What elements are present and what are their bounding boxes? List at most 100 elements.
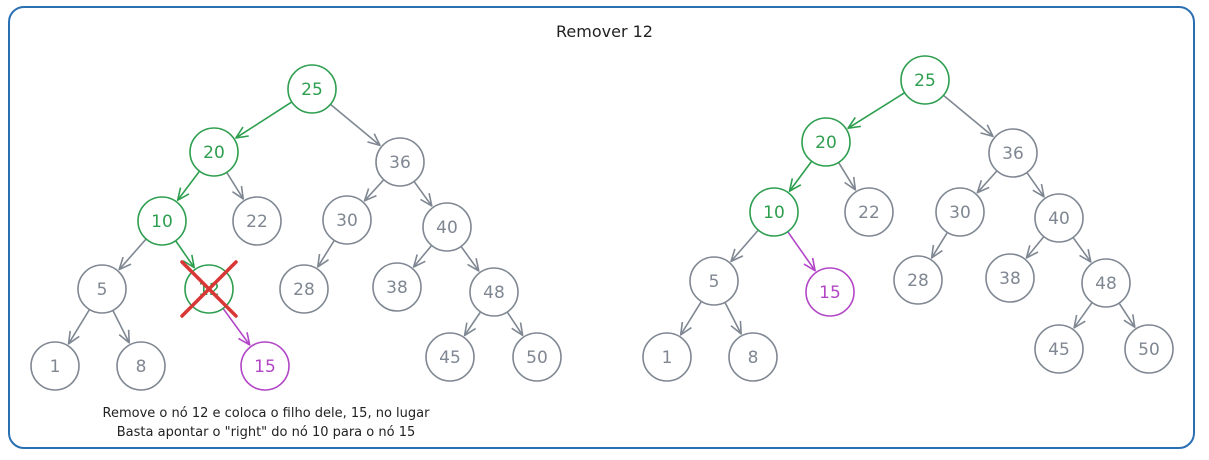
edge-48-50 [506,311,524,337]
edge-40-48 [460,245,480,272]
node-50: 50 [512,332,562,382]
node-30: 30 [935,187,985,237]
edge-5-1 [679,300,703,336]
edge-40-38 [412,244,433,268]
edge-10-12 [174,240,196,269]
edge-5-8 [724,301,742,335]
node-label: 50 [526,348,548,368]
edge-25-36 [942,94,994,138]
node-label: 45 [439,348,461,368]
node-label: 22 [246,212,268,232]
edge-30-28 [930,231,949,259]
node-25: 25 [287,64,337,114]
edge-25-36 [329,103,381,147]
node-label: 48 [483,283,505,303]
edge-30-28 [316,239,335,268]
node-45: 45 [425,332,475,382]
node-label: 20 [815,133,837,153]
node-28: 28 [893,255,943,305]
node-label: 15 [819,283,841,303]
edge-20-22 [837,162,857,191]
node-label: 48 [1095,274,1117,294]
edge-36-40 [1026,172,1045,198]
node-15: 15 [805,267,855,317]
node-label: 8 [136,357,147,377]
edge-48-45 [463,311,482,337]
node-label: 45 [1048,340,1070,360]
node-15: 15 [240,341,290,391]
edge-36-30 [976,170,998,194]
node-5: 5 [689,256,739,306]
node-label: 50 [1138,340,1160,360]
node-5: 5 [77,264,127,314]
node-36: 36 [375,137,425,187]
edge-48-45 [1073,302,1093,329]
node-28: 28 [279,264,329,314]
node-label: 36 [389,153,411,173]
node-45: 45 [1034,324,1084,374]
tree-before-removal: 2520361022304051228384818154550 [30,64,562,391]
edge-48-50 [1118,302,1136,329]
node-label: 22 [858,203,880,223]
node-25: 25 [900,55,950,105]
node-40: 40 [422,202,472,252]
edge-10-15 [787,231,816,272]
node-48: 48 [469,267,519,317]
node-label: 1 [662,348,673,368]
removed-mark-icon [180,260,238,318]
node-label: 40 [1048,209,1070,229]
node-label: 38 [386,278,408,298]
node-20: 20 [189,127,239,177]
edge-12-15 [222,307,251,346]
edge-20-10 [788,160,813,192]
edge-25-20 [847,92,906,130]
node-20: 20 [801,117,851,167]
edge-40-38 [1025,236,1045,259]
node-label: 20 [203,143,225,163]
edge-5-8 [112,310,131,344]
node-label: 10 [763,203,785,223]
edge-5-1 [67,309,91,345]
node-22: 22 [232,196,282,246]
node-10: 10 [137,196,187,246]
node-30: 30 [322,195,372,245]
tree-after-removal: 25 20 36 10 22 30 40 5 15 28 38 48 1 8 45 50 [642,55,1174,382]
node-label: 5 [709,272,720,292]
node-label: 40 [436,218,458,238]
caption-line-1: Remove o nó 12 e coloca o filho dele, 15… [102,406,430,421]
edge-36-40 [413,180,433,207]
node-label: 28 [293,280,315,300]
edge-20-10 [176,170,201,202]
node-40: 40 [1034,193,1084,243]
node-label: 25 [914,71,936,91]
node-label: 8 [748,348,759,368]
node-38: 38 [372,262,422,312]
node-1: 1 [30,341,80,391]
node-22: 22 [844,187,894,237]
caption-line-2: Basta apontar o "right" do nó 10 para o … [116,425,416,440]
node-label: 30 [336,211,358,231]
node-label: 30 [949,203,971,223]
node-label: 25 [301,80,323,100]
edge-10-5 [730,229,759,263]
edge-25-20 [235,101,293,139]
node-36: 36 [988,128,1038,178]
node-label: 15 [254,357,276,377]
node-10: 10 [749,187,799,237]
node-48: 48 [1081,258,1131,308]
diagram-title: Remover 12 [556,22,653,41]
edge-20-22 [226,171,245,200]
node-8: 8 [116,341,166,391]
node-label: 38 [999,269,1021,289]
edge-10-5 [118,238,147,271]
node-label: 10 [151,212,173,232]
diagram-frame [8,6,1195,449]
node-50: 50 [1124,324,1174,374]
node-label: 5 [97,280,108,300]
caption: Remove o nó 12 e coloca o filho dele, 15… [66,404,466,442]
node-8: 8 [728,332,778,382]
node-label: 36 [1002,144,1024,164]
node-38: 38 [985,253,1035,303]
node-label: 28 [907,271,929,291]
edge-40-48 [1072,236,1092,263]
